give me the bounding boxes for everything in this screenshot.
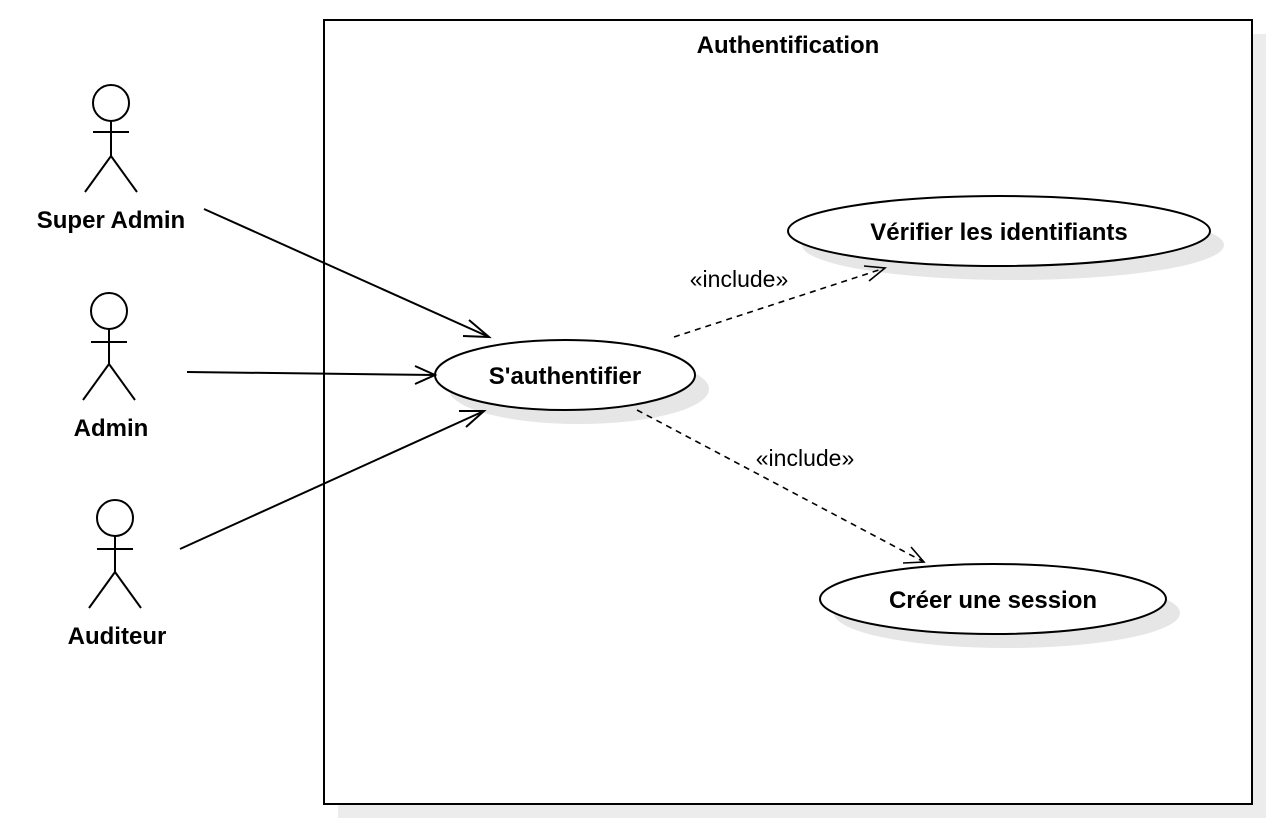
association-arrowhead xyxy=(459,410,487,428)
usecase-verify-credentials[interactable]: Vérifier les identifiants xyxy=(787,195,1224,280)
actor-super-admin[interactable] xyxy=(84,84,138,193)
actor-leg-left xyxy=(88,571,116,609)
include-arrowhead xyxy=(863,265,888,282)
include-label-session: «include» xyxy=(756,445,854,471)
actor-leg-left xyxy=(82,363,110,401)
association-line xyxy=(186,371,436,376)
actor-head xyxy=(96,499,134,537)
actor-leg-right xyxy=(108,363,136,401)
actor-head xyxy=(90,292,128,330)
usecase-label-session: Créer une session xyxy=(889,587,1097,614)
include-line xyxy=(673,267,886,338)
association-super-admin[interactable] xyxy=(203,208,492,339)
include-arrowhead xyxy=(902,546,926,564)
actor-leg-right xyxy=(110,155,138,193)
actor-admin[interactable] xyxy=(82,292,136,401)
actor-auditeur[interactable] xyxy=(88,499,142,609)
system-boundary[interactable]: Authentification xyxy=(323,19,1266,818)
association-auditeur[interactable] xyxy=(179,410,487,550)
include-verify[interactable] xyxy=(673,265,888,338)
actor-head xyxy=(92,84,130,122)
usecase-label-authenticate: S'authentifier xyxy=(489,363,641,390)
actor-leg-left xyxy=(84,155,112,193)
actor-label-admin: Admin xyxy=(74,415,149,442)
usecase-create-session[interactable]: Créer une session xyxy=(819,563,1180,648)
association-arrowhead xyxy=(462,319,492,339)
include-session[interactable] xyxy=(636,409,926,564)
system-title: Authentification xyxy=(697,32,880,59)
actor-label-auditeur: Auditeur xyxy=(68,623,167,650)
usecase-authenticate[interactable]: S'authentifier xyxy=(434,339,709,424)
usecase-label-verify: Vérifier les identifiants xyxy=(870,219,1127,246)
association-line xyxy=(179,410,485,550)
include-label-verify: «include» xyxy=(690,266,788,292)
association-arrowhead xyxy=(414,365,438,385)
actor-label-super-admin: Super Admin xyxy=(37,207,185,234)
association-line xyxy=(203,208,490,338)
actor-leg-right xyxy=(114,571,142,609)
association-admin[interactable] xyxy=(186,365,438,385)
